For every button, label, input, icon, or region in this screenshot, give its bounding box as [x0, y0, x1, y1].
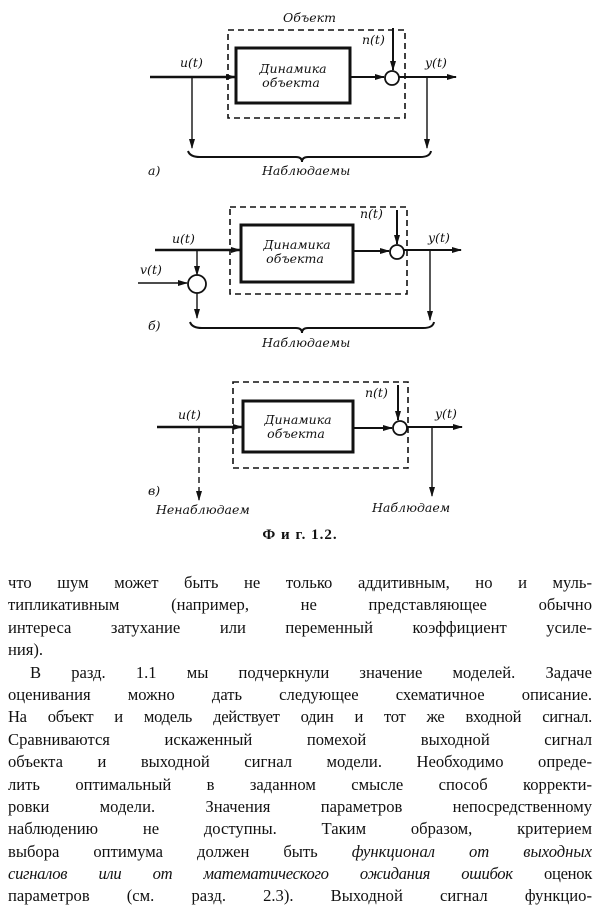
text-line: сигналов или от математического ожидания…	[8, 863, 592, 885]
input-label: u(t)	[180, 55, 203, 70]
text-span: выбора оптимума должен быть	[8, 841, 318, 861]
text-line: ния).	[8, 640, 44, 660]
block-label: Динамика	[258, 61, 326, 76]
text-line: типликативным (например, не представляющ…	[8, 595, 592, 615]
figure-caption: Ф и г. 1.2.	[262, 527, 338, 543]
dynamics-block	[239, 223, 355, 284]
brace	[189, 321, 435, 334]
noise-label: n(t)	[362, 32, 385, 47]
block-label: Динамика	[263, 412, 331, 427]
text-line: параметров (см. разд. 2.3). Выходной сиг…	[8, 886, 592, 906]
noise-label: n(t)	[360, 206, 383, 221]
text-line: На объект и модель действует один и тот …	[8, 707, 592, 727]
block-label: объекта	[262, 75, 320, 90]
text-line: Сравниваются искаженный помехой выходной…	[8, 729, 592, 749]
text-line: выбора оптимума должен быть функционал о…	[8, 841, 592, 863]
panel-tag: в)	[148, 483, 160, 498]
text-line: В разд. 1.1 мы подчеркнули значение моде…	[30, 662, 592, 682]
input-label: u(t)	[178, 407, 201, 422]
input-noise-label: v(t)	[140, 262, 162, 277]
summing-junction	[389, 244, 405, 260]
dynamics-block	[241, 399, 355, 454]
block-label: Динамика	[262, 237, 330, 252]
italic-span: сигналов или от математического ожидания…	[8, 864, 513, 884]
text-line: лить оптимальный в заданном смысле спосо…	[8, 774, 592, 794]
panel-b	[138, 206, 462, 334]
summing-junction	[392, 420, 408, 436]
output-label: y(t)	[427, 230, 450, 245]
panel-a	[150, 28, 457, 163]
dynamics-block	[234, 46, 352, 105]
summing-junction	[384, 70, 400, 86]
text-line: объекта и выходной сигнал модели. Необхо…	[8, 752, 592, 772]
observed-label: Наблюдаем	[371, 500, 450, 515]
output-label: y(t)	[424, 55, 447, 70]
brace	[187, 150, 432, 163]
panel-tag: б)	[148, 318, 161, 333]
text-line: наблюдению не доступны. Таким образом, к…	[8, 819, 592, 839]
observed-label: Наблюдаемы	[261, 335, 350, 350]
text-line: что шум может быть не только аддитивным,…	[8, 573, 592, 592]
block-label: объекта	[267, 426, 325, 441]
output-label: y(t)	[434, 406, 457, 421]
panel-tag: а)	[148, 163, 160, 178]
block-label: объекта	[266, 251, 324, 266]
italic-span: функционал от выходных	[351, 841, 592, 861]
text-line: оценивания можно дать следующее схематич…	[8, 684, 592, 704]
figure-1-2: Объект Динамика объекта u(t) n(t) y(t) Н…	[138, 10, 463, 517]
input-summing-junction	[187, 274, 207, 294]
object-label: Объект	[283, 10, 336, 25]
text-line: интереса затухание или переменный коэффи…	[8, 617, 592, 637]
panel-c	[157, 381, 463, 501]
text-span: оценок	[544, 864, 592, 884]
input-label: u(t)	[172, 231, 195, 246]
noise-label: n(t)	[365, 385, 388, 400]
body-text: что шум может быть не только аддитивным,…	[8, 572, 592, 908]
observed-label: Наблюдаемы	[261, 163, 350, 178]
text-line: ровки модели. Значения параметров непоср…	[8, 796, 592, 816]
unobserved-label: Ненаблюдаем	[155, 502, 250, 517]
